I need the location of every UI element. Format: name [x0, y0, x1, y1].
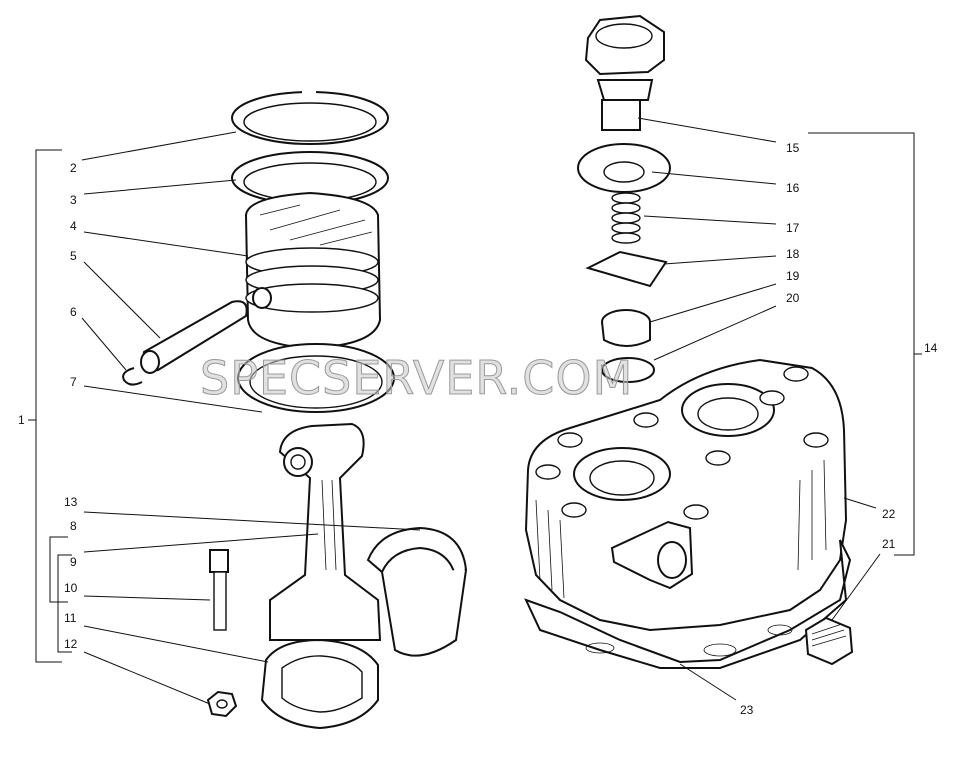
connecting-rod	[269, 422, 382, 641]
drain-plug	[804, 616, 854, 666]
label-3: 3	[70, 193, 77, 207]
label-8: 8	[70, 519, 77, 533]
piston-ring-middle	[231, 151, 389, 208]
label-16: 16	[786, 181, 800, 195]
valve-plate	[585, 250, 668, 288]
label-18: 18	[786, 247, 800, 261]
sealing-ring	[601, 357, 655, 383]
piston-connecting-rod-assembly	[122, 86, 468, 730]
label-21: 21	[882, 537, 896, 551]
cylinder-head	[524, 358, 848, 632]
oil-scraper-ring	[237, 343, 395, 413]
cap-nut	[206, 690, 238, 718]
label-10: 10	[64, 581, 78, 595]
label-7: 7	[70, 375, 77, 389]
label-6: 6	[70, 305, 77, 319]
cap-bolt	[209, 549, 229, 631]
label-13: 13	[64, 495, 78, 509]
label-5: 5	[70, 249, 77, 263]
group-bracket-14	[808, 132, 922, 556]
label-1: 1	[18, 413, 25, 427]
group-bracket-9	[57, 554, 72, 653]
piston-body	[244, 191, 382, 350]
label-19: 19	[786, 269, 800, 283]
label-17: 17	[786, 221, 800, 235]
watermark-text: SPECSERVER.COM	[200, 351, 633, 405]
valve-plug	[584, 14, 665, 131]
label-4: 4	[70, 219, 77, 233]
label-11: 11	[64, 611, 77, 625]
piston-pin	[140, 300, 248, 374]
connecting-rod-cap	[260, 638, 379, 730]
label-12: 12	[64, 637, 78, 651]
label-20: 20	[786, 291, 800, 305]
group-bracket-8	[49, 536, 68, 603]
retaining-circlip	[122, 367, 143, 386]
label-15: 15	[786, 141, 800, 155]
valve-seat	[601, 309, 651, 347]
leader-lines	[81, 117, 881, 705]
part-labels: 1 2 3 4 5 6 7 8 9 10 11 12 13 14 15 16 1…	[18, 141, 938, 717]
valve-seat-washer	[577, 143, 671, 193]
label-23: 23	[740, 703, 754, 717]
piston-ring-upper	[231, 86, 389, 145]
label-22: 22	[882, 507, 896, 521]
label-9: 9	[70, 555, 77, 569]
upper-bearing-shell	[366, 526, 468, 657]
group-bracket-1	[28, 149, 62, 663]
label-2: 2	[70, 161, 77, 175]
head-gasket	[524, 539, 852, 669]
label-14: 14	[924, 341, 938, 355]
valve-spring	[611, 192, 641, 244]
cylinder-head-valve-assembly	[524, 14, 854, 669]
